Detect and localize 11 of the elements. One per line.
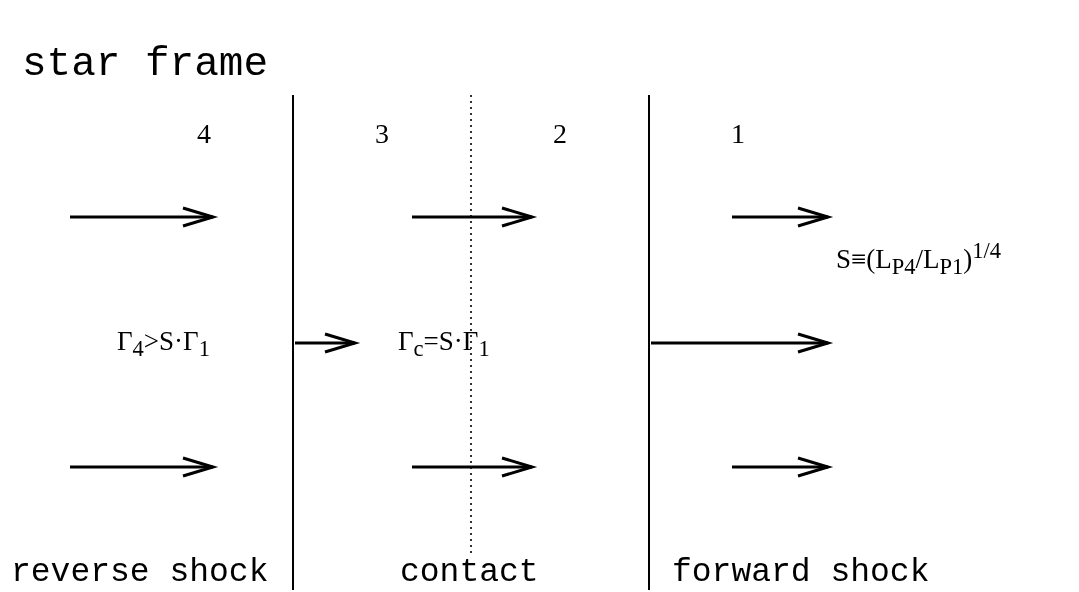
formula-label: Γ$_{c}$=S·Γ$_{1}$ <box>398 328 490 361</box>
contact-label: contact <box>400 556 539 589</box>
shock-label: reverse shock <box>11 556 269 589</box>
shock-label: forward shock <box>672 556 930 589</box>
formula-label: Γ$_{4}$>S·Γ$_{1}$ <box>117 328 210 361</box>
region-number: 1 <box>731 120 745 148</box>
region-number: 3 <box>375 120 389 148</box>
region-number: 4 <box>197 120 211 148</box>
formula-label: S≡(L$_{P4}$/L$_{P1}$)$^{1/4}$ <box>836 240 1002 279</box>
frame-title: star frame <box>22 44 269 85</box>
region-number: 2 <box>553 120 567 148</box>
